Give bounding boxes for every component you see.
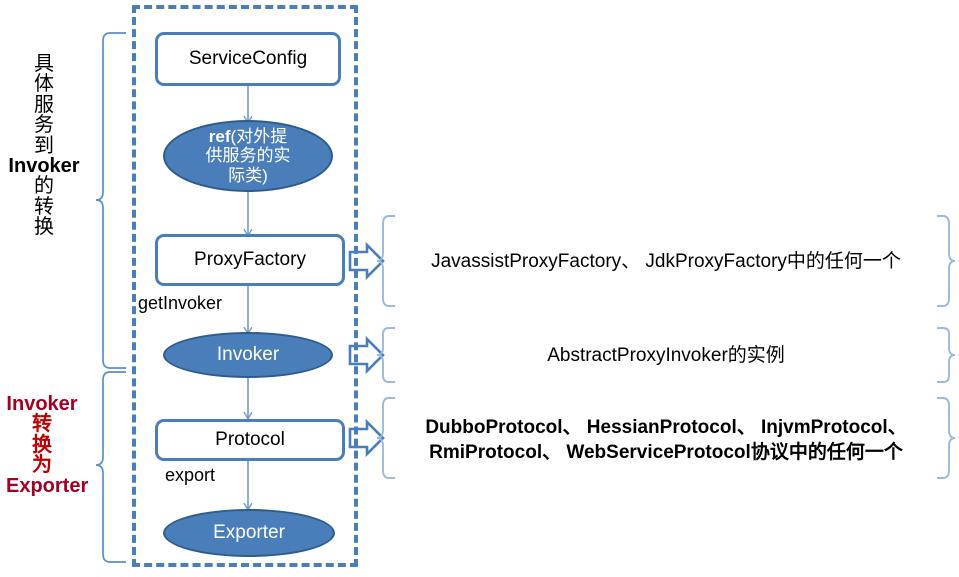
brace-open-invoker — [376, 327, 395, 383]
label-line: 具 — [34, 53, 54, 75]
brace-invoker-to-exporter — [95, 371, 126, 563]
edge-label-export: export — [165, 465, 216, 485]
export-flow-group-box — [132, 5, 358, 567]
label-line: 体 — [34, 73, 54, 96]
annotation-protocol: DubboProtocol、 HessianProtocol、 InjvmPro… — [395, 415, 937, 465]
brace-close-invoker — [937, 327, 956, 383]
label-line: Exporter — [6, 474, 89, 497]
node-label: Invoker — [216, 344, 280, 366]
annotation-line: DubboProtocol、 HessianProtocol、 InjvmPro… — [425, 417, 907, 438]
label-line: 转 — [32, 413, 52, 436]
label-line: 转 — [34, 195, 54, 218]
node-label: ServiceConfig — [188, 48, 308, 69]
label-line: 换 — [32, 433, 52, 456]
node-exporter[interactable]: Exporter — [163, 509, 335, 557]
label-service-to-invoker: 具 体 服 务 到 Invoker 的 转 换 — [8, 54, 80, 238]
node-label-line2: 供服务的实 — [205, 146, 291, 166]
annotation-line: RmiProtocol、 WebServiceProtocol协议中的任何一个 — [429, 442, 903, 464]
node-service-config[interactable]: ServiceConfig — [155, 32, 341, 86]
label-line: Invoker — [8, 154, 80, 177]
node-label-strong: ref — [208, 127, 231, 147]
label-line: 换 — [34, 216, 54, 239]
annotation-line: JavassistProxyFactory、 JdkProxyFactory中的… — [431, 251, 901, 272]
annotation-line: AbstractProxyInvoker的实例 — [547, 345, 785, 366]
node-invoker[interactable]: Invoker — [163, 332, 333, 378]
brace-open-protocol — [376, 397, 395, 479]
brace-open-proxyfactory — [376, 215, 395, 307]
label-line: 的 — [34, 175, 54, 198]
annotation-left-braces — [376, 215, 395, 479]
annotation-invoker: AbstractProxyInvoker的实例 — [395, 343, 937, 368]
annotation-right-braces — [937, 215, 956, 479]
brace-close-proxyfactory — [937, 215, 956, 307]
brace-service-to-invoker — [95, 32, 126, 369]
node-label-rest: (对外提 — [230, 127, 288, 147]
label-line: 为 — [32, 454, 52, 477]
label-invoker-to-exporter: Invoker 转 换 为 Exporter — [6, 393, 89, 497]
edge-label-get-invoker: getInvoker — [138, 293, 223, 313]
annotation-proxy-factory: JavassistProxyFactory、 JdkProxyFactory中的… — [395, 249, 937, 274]
node-label: Exporter — [213, 522, 285, 544]
node-label: ProxyFactory — [194, 249, 306, 270]
node-label-line3: 际类) — [228, 165, 268, 185]
node-ref[interactable]: ref(对外提 供服务的实 际类) — [163, 120, 333, 192]
label-line: 服 — [34, 93, 54, 116]
node-label-stack: ref(对外提 供服务的实 际类) — [206, 127, 291, 184]
node-protocol[interactable]: Protocol — [155, 419, 345, 461]
left-group-braces — [95, 32, 126, 563]
label-line: Invoker — [6, 393, 78, 415]
brace-close-protocol — [937, 397, 956, 479]
label-line: 到 — [34, 134, 54, 157]
node-proxy-factory[interactable]: ProxyFactory — [155, 234, 345, 286]
node-label: Protocol — [215, 429, 285, 450]
label-line: 务 — [34, 114, 54, 137]
